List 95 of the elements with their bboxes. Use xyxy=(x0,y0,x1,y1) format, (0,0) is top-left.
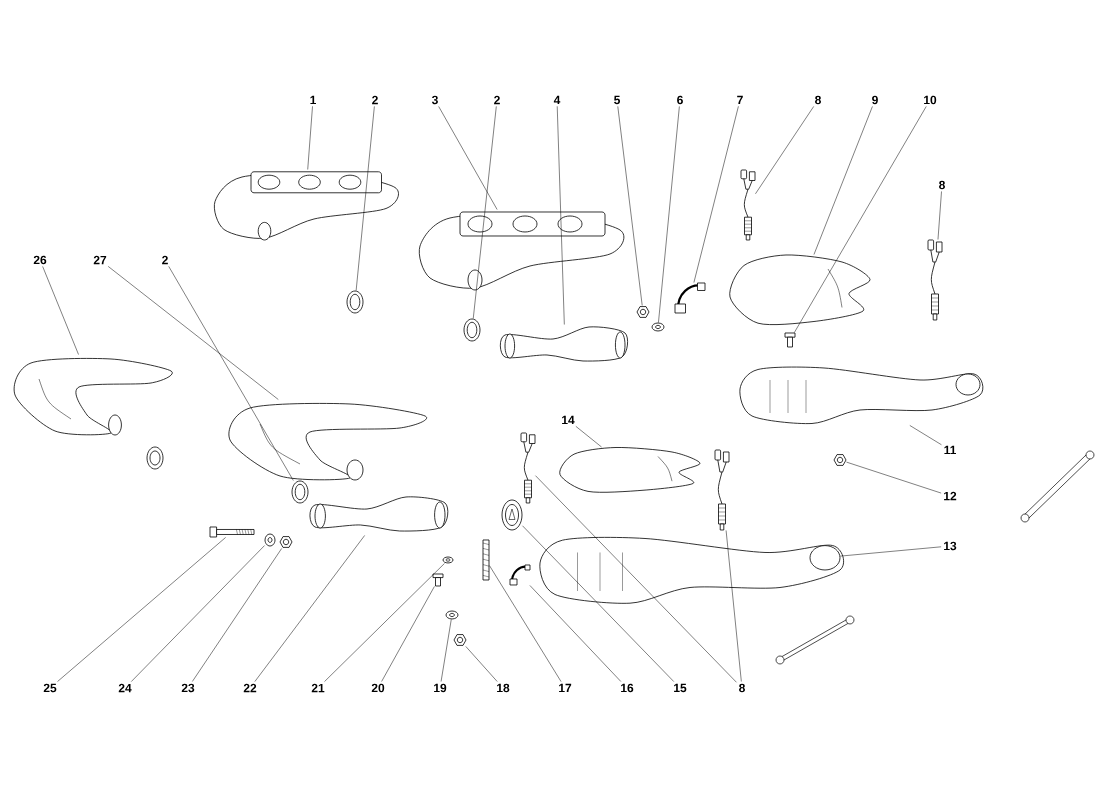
leader-line xyxy=(107,266,279,400)
callout-number: 9 xyxy=(872,95,878,105)
callout-number: 20 xyxy=(371,683,385,693)
callout-number: 13 xyxy=(944,541,957,551)
callout-number: 19 xyxy=(434,683,447,693)
leader-line xyxy=(131,545,265,682)
leader-line xyxy=(473,106,497,319)
callout-number: 8 xyxy=(815,95,821,105)
ring-drawing xyxy=(463,318,481,342)
pipe-drawing xyxy=(309,496,449,532)
leader-line xyxy=(381,586,435,682)
callout-number: 12 xyxy=(944,491,957,501)
bolt-drawing xyxy=(209,526,255,538)
nut-drawing xyxy=(833,454,847,466)
callout-number: 1 xyxy=(310,95,316,105)
callout-number: 26 xyxy=(33,255,47,265)
stud-drawing xyxy=(482,539,490,581)
leader-line xyxy=(529,585,622,682)
leader-line xyxy=(693,106,739,283)
leader-line xyxy=(846,461,942,494)
cat-drawing xyxy=(739,366,984,424)
leader-line xyxy=(617,106,643,306)
washer-drawing xyxy=(264,533,276,547)
leader-line xyxy=(57,537,226,682)
callout-number: 10 xyxy=(924,95,937,105)
nut-drawing xyxy=(636,306,650,318)
callout-number: 14 xyxy=(562,415,575,425)
callout-number: 2 xyxy=(494,95,500,105)
leader-line xyxy=(909,425,942,445)
sensor-drawing xyxy=(520,432,536,504)
leader-line xyxy=(42,266,79,355)
leader-line xyxy=(840,546,942,557)
manifold-drawing xyxy=(418,211,625,291)
leader-line xyxy=(355,106,375,291)
callout-number: 6 xyxy=(677,95,683,105)
washer-drawing xyxy=(442,556,454,564)
cat-drawing xyxy=(539,536,844,604)
callout-number: 25 xyxy=(43,683,57,693)
callout-number: 3 xyxy=(431,95,438,105)
callout-number: 17 xyxy=(559,683,572,693)
leader-line xyxy=(755,106,814,195)
callout-number: 27 xyxy=(93,255,107,265)
ring-drawing xyxy=(291,480,309,504)
callout-number: 2 xyxy=(372,95,378,105)
bolt-drawing xyxy=(432,573,444,587)
sensor-drawing xyxy=(927,239,943,321)
bend-drawing xyxy=(228,403,428,481)
leader-line xyxy=(522,525,675,682)
callout-number: 15 xyxy=(674,683,687,693)
callout-number: 21 xyxy=(311,683,325,693)
leader-line xyxy=(489,565,562,682)
leader-line xyxy=(937,191,942,240)
leader-line xyxy=(254,535,365,682)
leader-line xyxy=(324,563,445,682)
callout-number: 11 xyxy=(944,445,956,455)
callout-number: 23 xyxy=(181,683,195,693)
callout-number: 2 xyxy=(162,255,168,265)
callout-number: 22 xyxy=(243,683,257,693)
sensor-drawing xyxy=(740,169,756,241)
manifold-drawing xyxy=(213,171,399,241)
shield-drawing xyxy=(559,447,701,493)
callout-number: 5 xyxy=(614,95,620,105)
leader-line xyxy=(658,106,680,323)
leader-line xyxy=(556,106,565,325)
leader-line xyxy=(307,106,313,170)
washer-drawing xyxy=(651,322,665,332)
callout-number: 7 xyxy=(737,95,743,105)
callout-number: 16 xyxy=(621,683,634,693)
leader-line xyxy=(438,106,498,210)
leader-line xyxy=(794,106,927,333)
ring-drawing xyxy=(346,290,364,314)
bend-drawing xyxy=(13,358,173,436)
pipe-drawing xyxy=(499,326,628,362)
callout-number: 4 xyxy=(553,95,561,105)
nut-drawing xyxy=(453,634,467,646)
leader-line xyxy=(465,646,498,682)
leader-line xyxy=(725,530,742,682)
shield-drawing xyxy=(729,254,871,326)
callout-number: 8 xyxy=(939,180,945,190)
clamp-drawing xyxy=(674,282,706,314)
callout-number: 24 xyxy=(118,683,132,693)
bolt-drawing xyxy=(784,332,796,348)
leader-line xyxy=(813,106,873,255)
leader-line xyxy=(535,475,737,683)
washer-drawing xyxy=(445,610,459,620)
clamp-drawing xyxy=(509,564,531,586)
sensor-drawing xyxy=(714,449,730,531)
callout-number: 18 xyxy=(497,683,510,693)
leader-line xyxy=(192,548,282,682)
gasket-drawing xyxy=(501,499,523,531)
callout-number: 8 xyxy=(739,683,745,693)
leader-line xyxy=(575,426,602,448)
leader-line xyxy=(440,619,452,682)
leader-line xyxy=(168,266,294,481)
nut-drawing xyxy=(279,536,293,548)
